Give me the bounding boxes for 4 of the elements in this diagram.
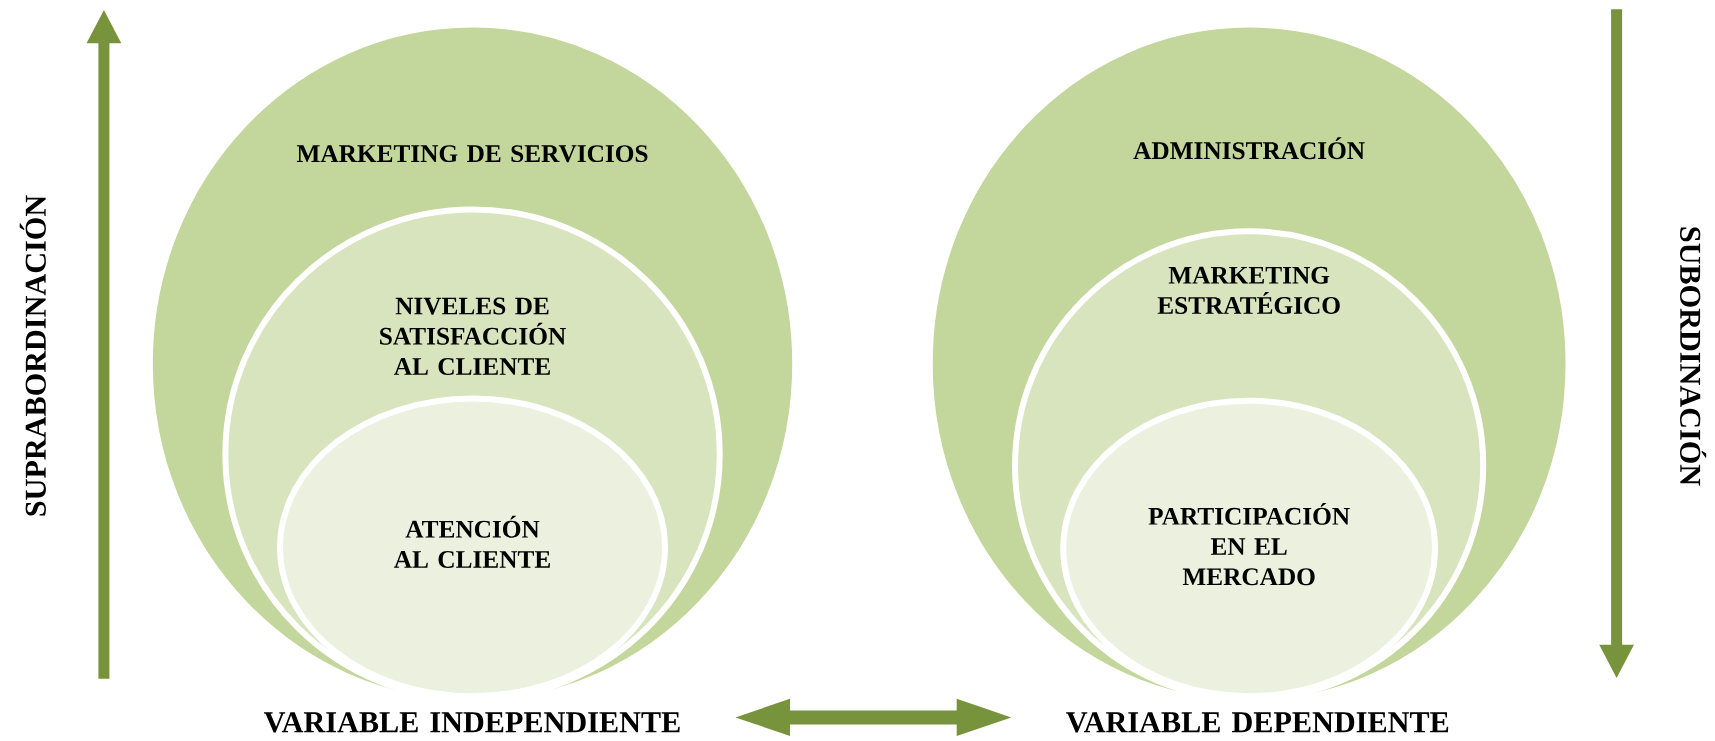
variable-label: VARIABLE DEPENDIENTE — [1066, 712, 1449, 733]
axis-label: SUPRABORDINACIÓN — [19, 195, 46, 516]
variable-label: VARIABLE INDEPENDIENTE — [264, 712, 680, 733]
axis-label: SUBORDINACIÓN — [1680, 227, 1707, 486]
